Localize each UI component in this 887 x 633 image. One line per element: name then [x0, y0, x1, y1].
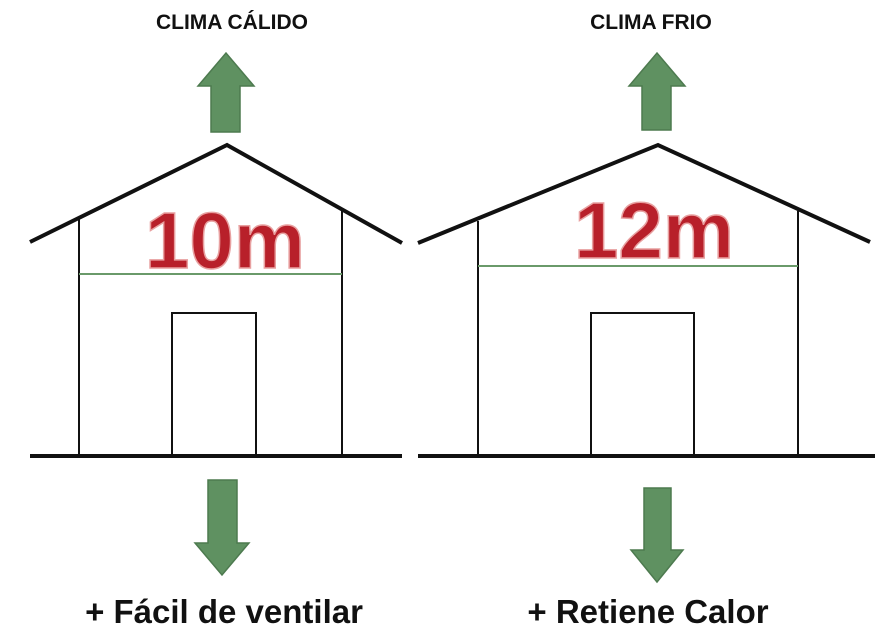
height-label: 12m — [574, 186, 734, 275]
door — [590, 312, 695, 456]
house-outline — [29, 142, 403, 458]
arrow-down-icon — [629, 487, 685, 584]
arrow-up-icon — [627, 51, 687, 131]
panel-cold-climate: CLIMA FRIO 12m + Retiene Calor — [417, 11, 875, 630]
height-label: 10m — [145, 196, 305, 285]
roof — [417, 142, 871, 245]
bottom-label: + Fácil de ventilar — [85, 593, 363, 630]
bottom-label: + Retiene Calor — [527, 593, 768, 630]
arrow-up-icon — [196, 51, 256, 133]
panel-title: CLIMA FRIO — [590, 11, 712, 34]
panel-title: CLIMA CÁLIDO — [156, 11, 308, 34]
panel-warm-climate: CLIMA CÁLIDO 10m + Fácil de ventilar — [29, 11, 403, 630]
roof — [29, 142, 403, 245]
house-outline — [417, 142, 875, 458]
arrow-down-icon — [193, 479, 251, 577]
door — [171, 312, 257, 456]
